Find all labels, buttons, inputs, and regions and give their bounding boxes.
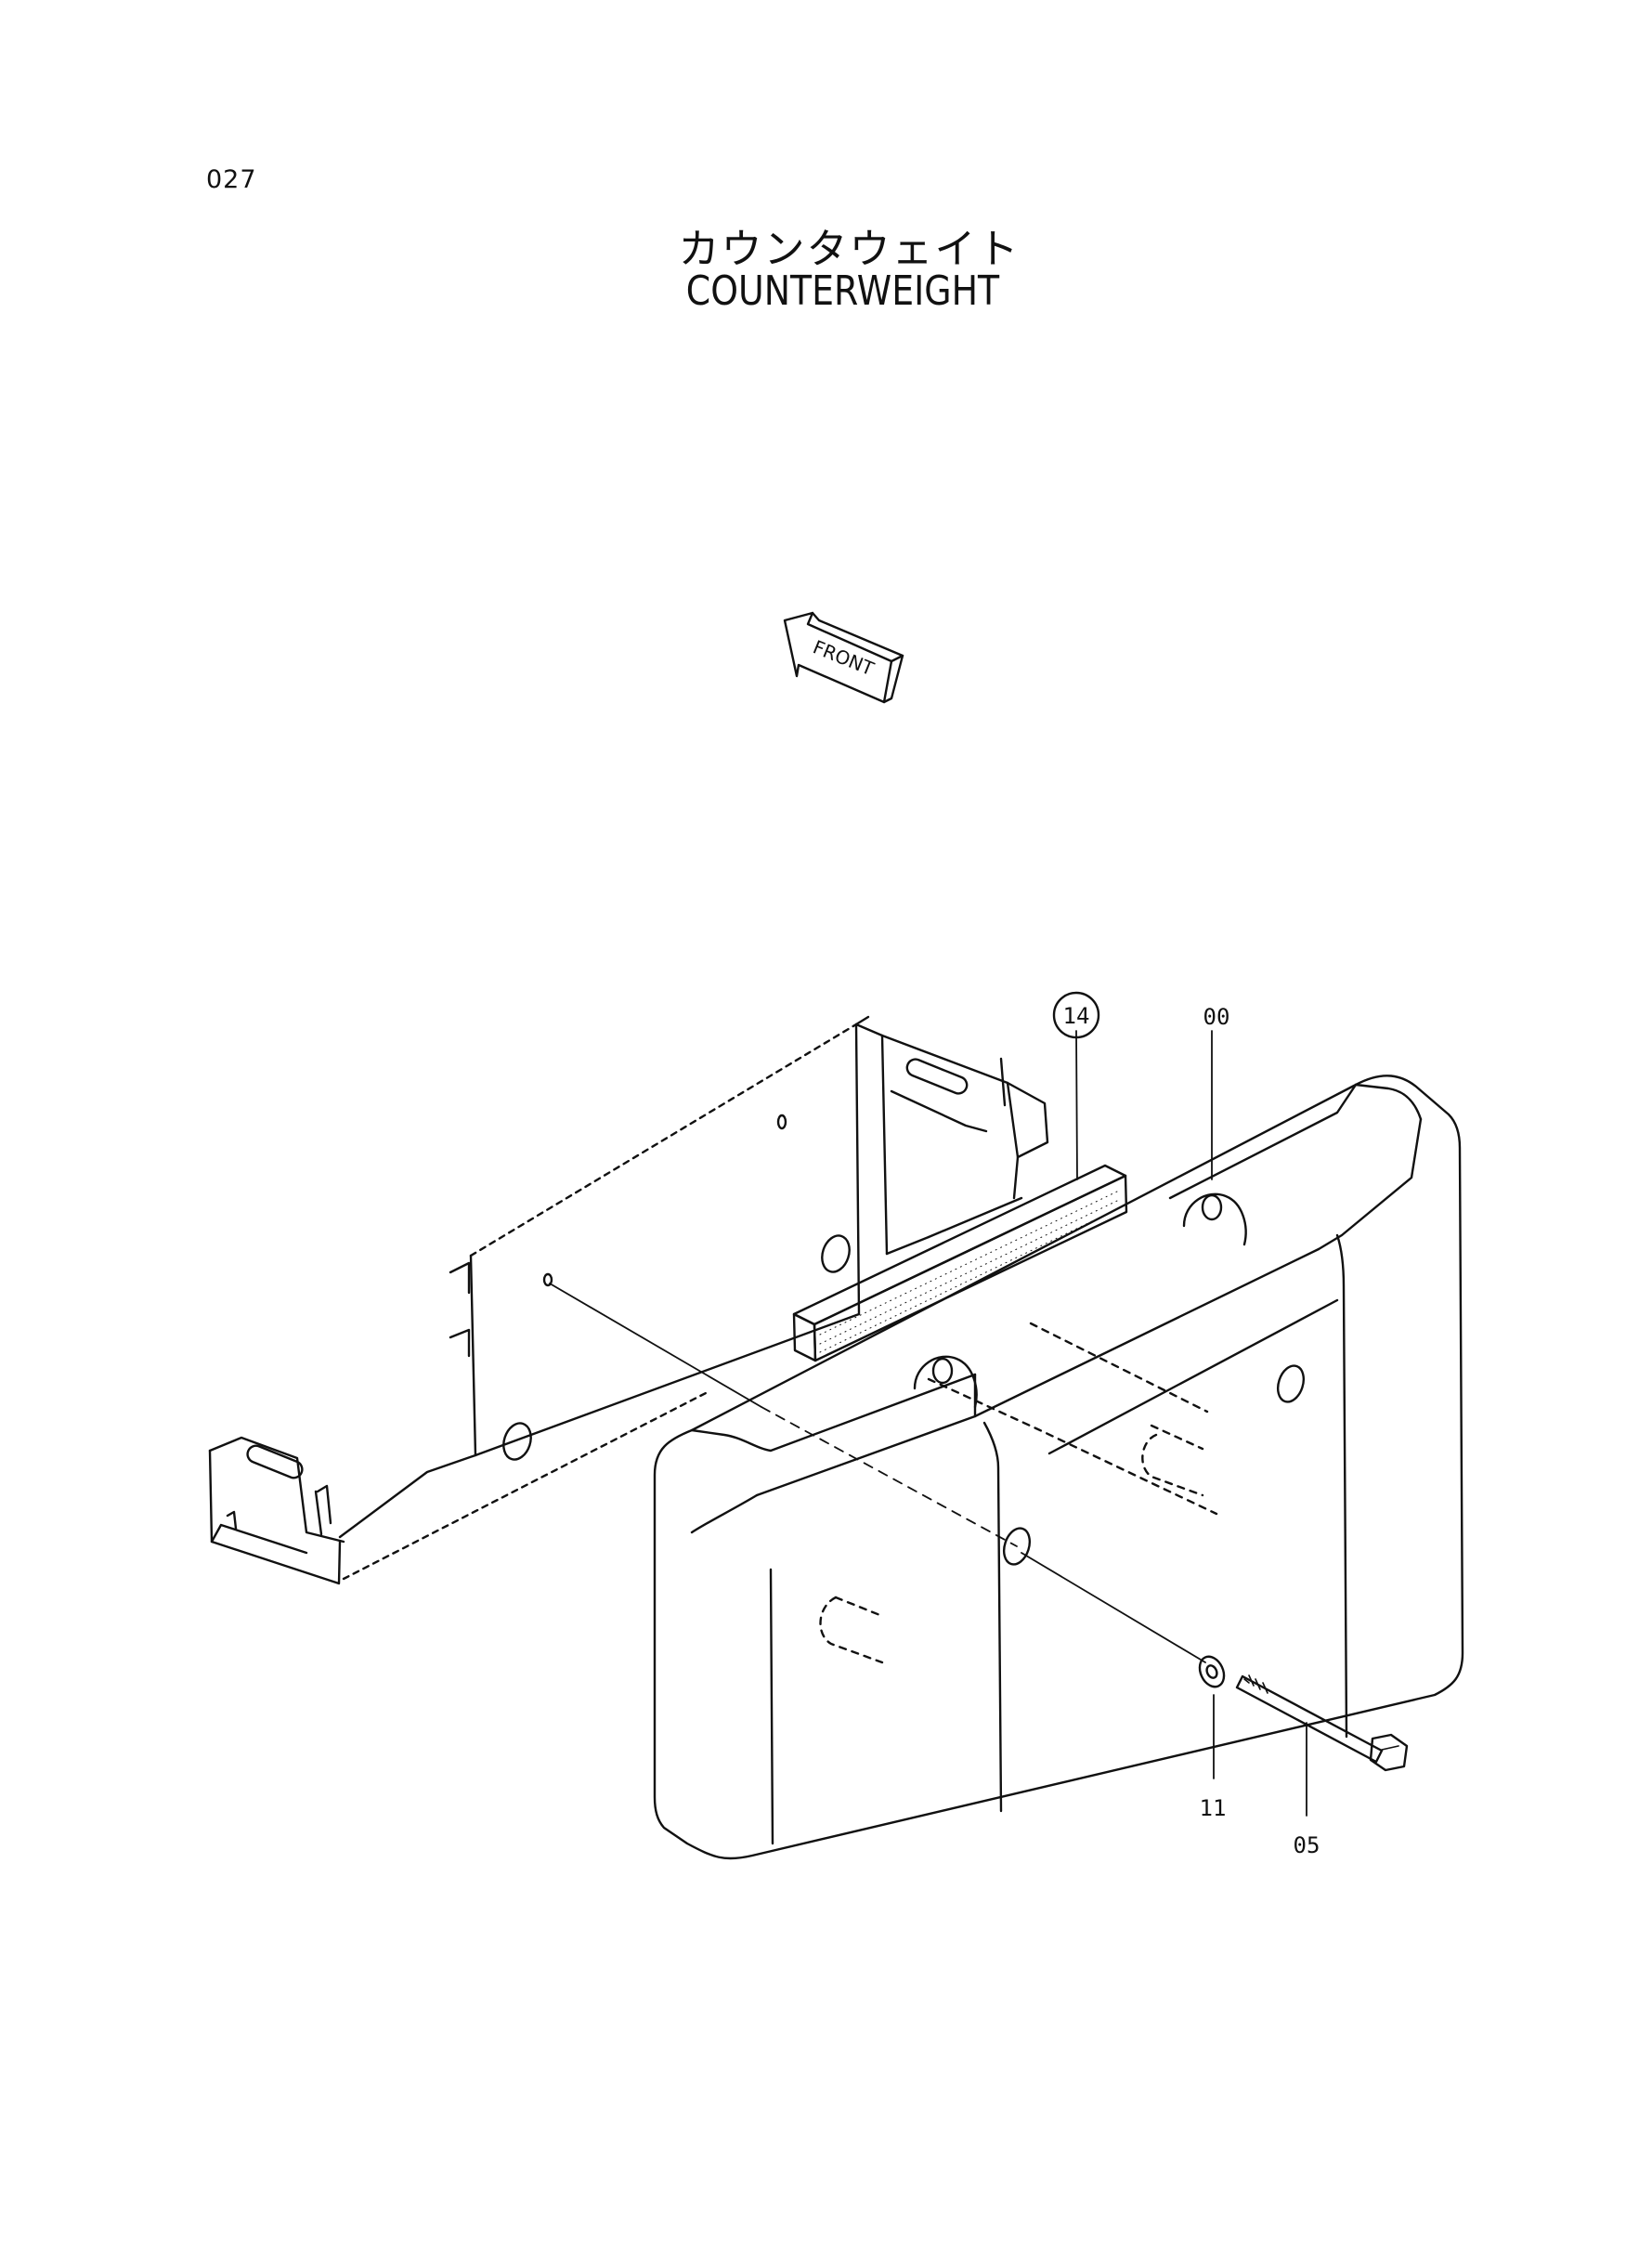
callout-14: 14 xyxy=(1052,991,1100,1039)
title-japanese: カウンタウェイト xyxy=(678,226,1021,273)
callout-14-label: 14 xyxy=(1063,1003,1090,1029)
callout-11-label: 11 xyxy=(1200,1795,1227,1821)
part-14-strip xyxy=(792,1030,1128,1362)
page-number: 027 xyxy=(206,165,257,194)
part-05-bolt xyxy=(1235,1674,1409,1817)
bolt-axis-line xyxy=(549,1283,1206,1663)
part-00-counterweight xyxy=(653,1030,1464,1860)
front-arrow-icon: FRONT xyxy=(783,611,904,704)
frame-bracket xyxy=(208,1015,1049,1585)
part-11-washer xyxy=(1198,1655,1226,1779)
title-english: COUNTERWEIGHT xyxy=(685,267,1000,315)
callout-00-label: 00 xyxy=(1203,1004,1230,1030)
callout-05-label: 05 xyxy=(1294,1832,1320,1858)
